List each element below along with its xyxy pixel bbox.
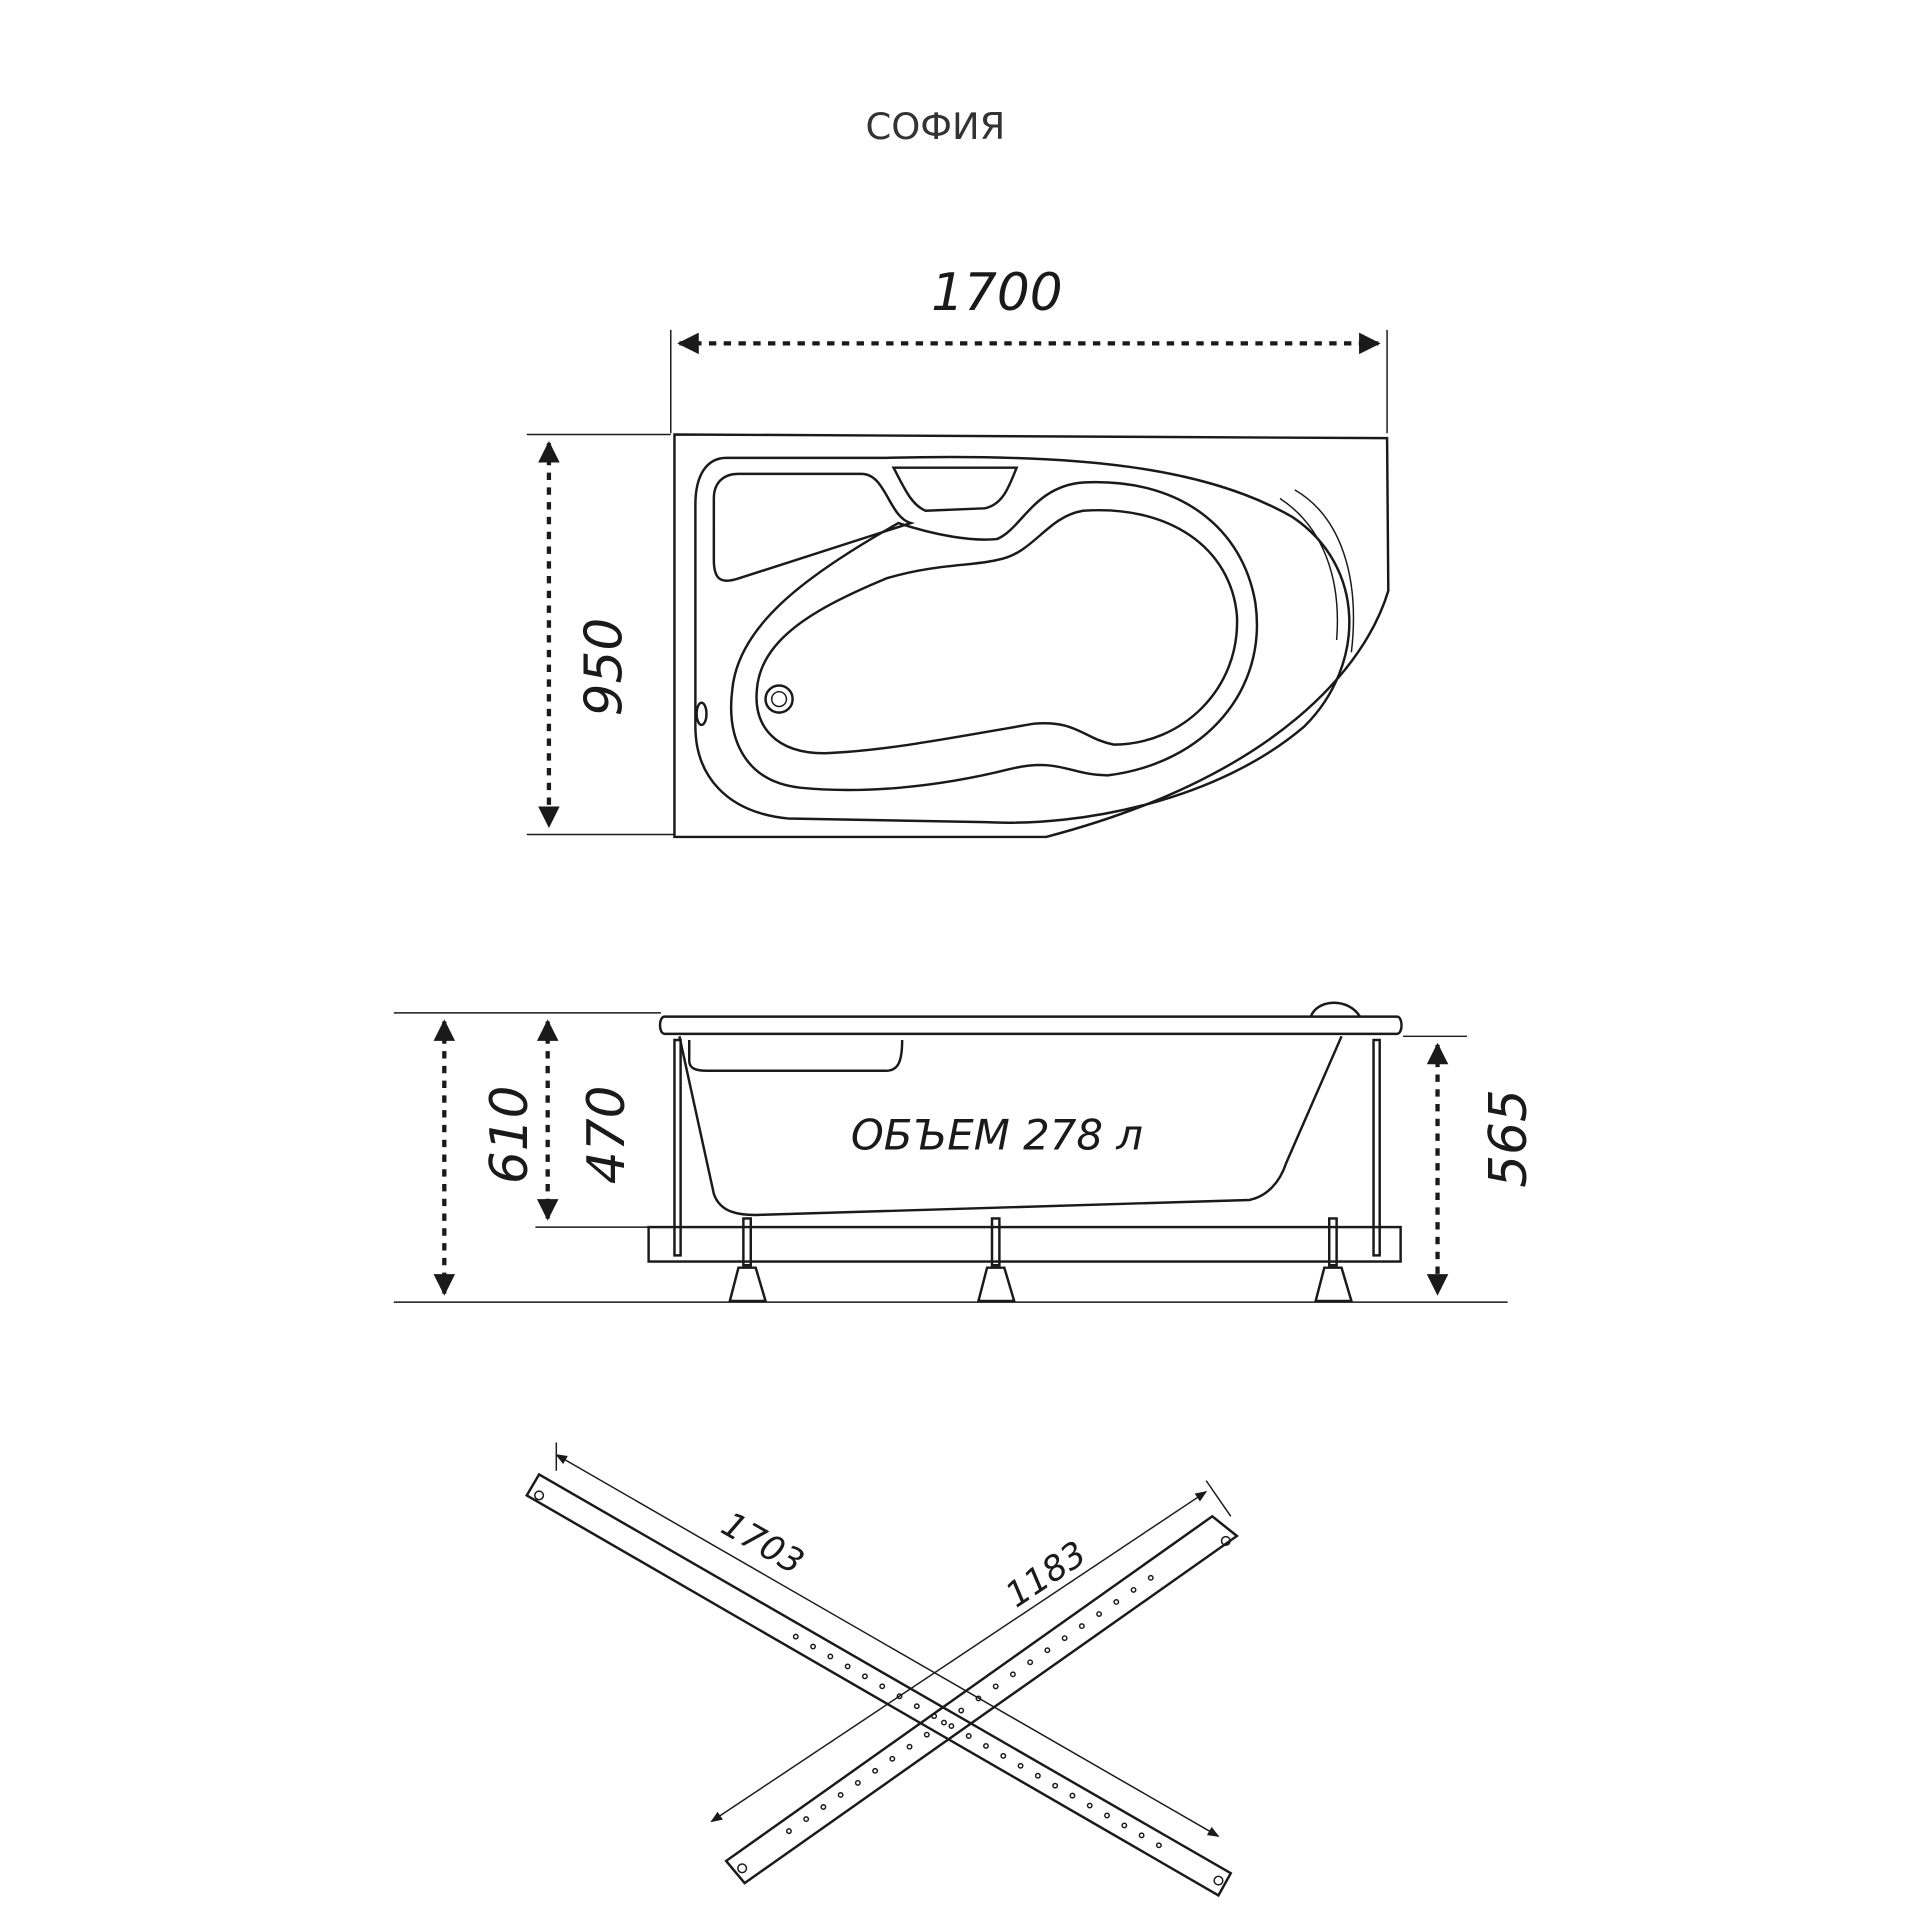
model-title: СОФИЯ [865,105,1005,148]
hole [827,1653,834,1660]
hole [820,1804,827,1810]
short-bar-label: 1183 [999,1534,1094,1616]
overflow-icon [695,701,708,727]
hole [1086,1802,1093,1809]
hole [1052,1782,1059,1789]
hole [1017,1762,1024,1769]
tub-rim [658,1015,1403,1036]
hole [906,1743,913,1750]
top-view: 1700 950 [526,263,1390,839]
hole [1104,1812,1110,1819]
hole [837,1791,844,1798]
hole [872,1767,879,1774]
total-height-label: 610 [480,1085,540,1184]
hole [965,1733,972,1739]
hole [861,1673,868,1680]
hole [975,1695,982,1702]
frame-view: 1703 1183 [525,1442,1239,1898]
hole [792,1633,799,1640]
hole [1220,1535,1231,1546]
right-support [1372,1038,1381,1257]
hole [1155,1842,1162,1849]
hole [1213,1875,1224,1886]
headrest [891,466,1019,513]
hole [844,1663,851,1670]
hole [1061,1635,1068,1642]
long-frame-bar [525,1472,1233,1898]
hole [923,1731,930,1738]
hole [810,1643,817,1650]
hole [941,1719,947,1726]
hole [948,1723,955,1730]
bowl-inner [755,508,1239,755]
hole [1113,1599,1120,1605]
frame-rail [647,1225,1402,1263]
hole [785,1828,792,1835]
hole [1147,1574,1154,1581]
hole [889,1755,896,1762]
hole [1138,1832,1145,1839]
hole [1121,1822,1128,1829]
hole [1034,1772,1041,1779]
hole [931,1713,938,1720]
left-support [673,1038,682,1257]
hole [737,1863,748,1874]
depth-label: 950 [575,618,635,717]
hole [1027,1659,1034,1666]
adjustable-legs [728,1217,1354,1303]
tub-body [678,1035,1343,1217]
hole [958,1707,965,1714]
hole [983,1742,989,1749]
hole [1000,1752,1007,1759]
bowl-outer [730,480,1259,792]
mounting-holes [534,1490,1231,1886]
hole [854,1779,861,1786]
volume-label: ОБЪЕМ 278 л [851,1111,1143,1160]
hole [879,1683,886,1690]
tub-outline [673,433,1390,839]
hole [1078,1623,1085,1630]
backrest [712,472,916,582]
hole [992,1683,999,1690]
hole [1069,1792,1076,1799]
hole [1130,1586,1137,1593]
drain-icon [764,684,794,714]
hole [896,1693,903,1700]
hole [1044,1647,1051,1654]
hole [913,1703,920,1710]
hole [1096,1611,1103,1617]
side-view: 610 470 565 ОБЪЕМ 278 л [393,1001,1539,1303]
hole [534,1490,545,1501]
long-bar-label: 1703 [714,1504,810,1582]
width-label: 1700 [931,263,1063,323]
tub-rim-inner [694,455,1351,824]
hole [1009,1671,1016,1678]
bowl-height-label: 470 [577,1085,637,1184]
frame-height-label: 565 [1479,1089,1539,1188]
hole [803,1816,810,1823]
